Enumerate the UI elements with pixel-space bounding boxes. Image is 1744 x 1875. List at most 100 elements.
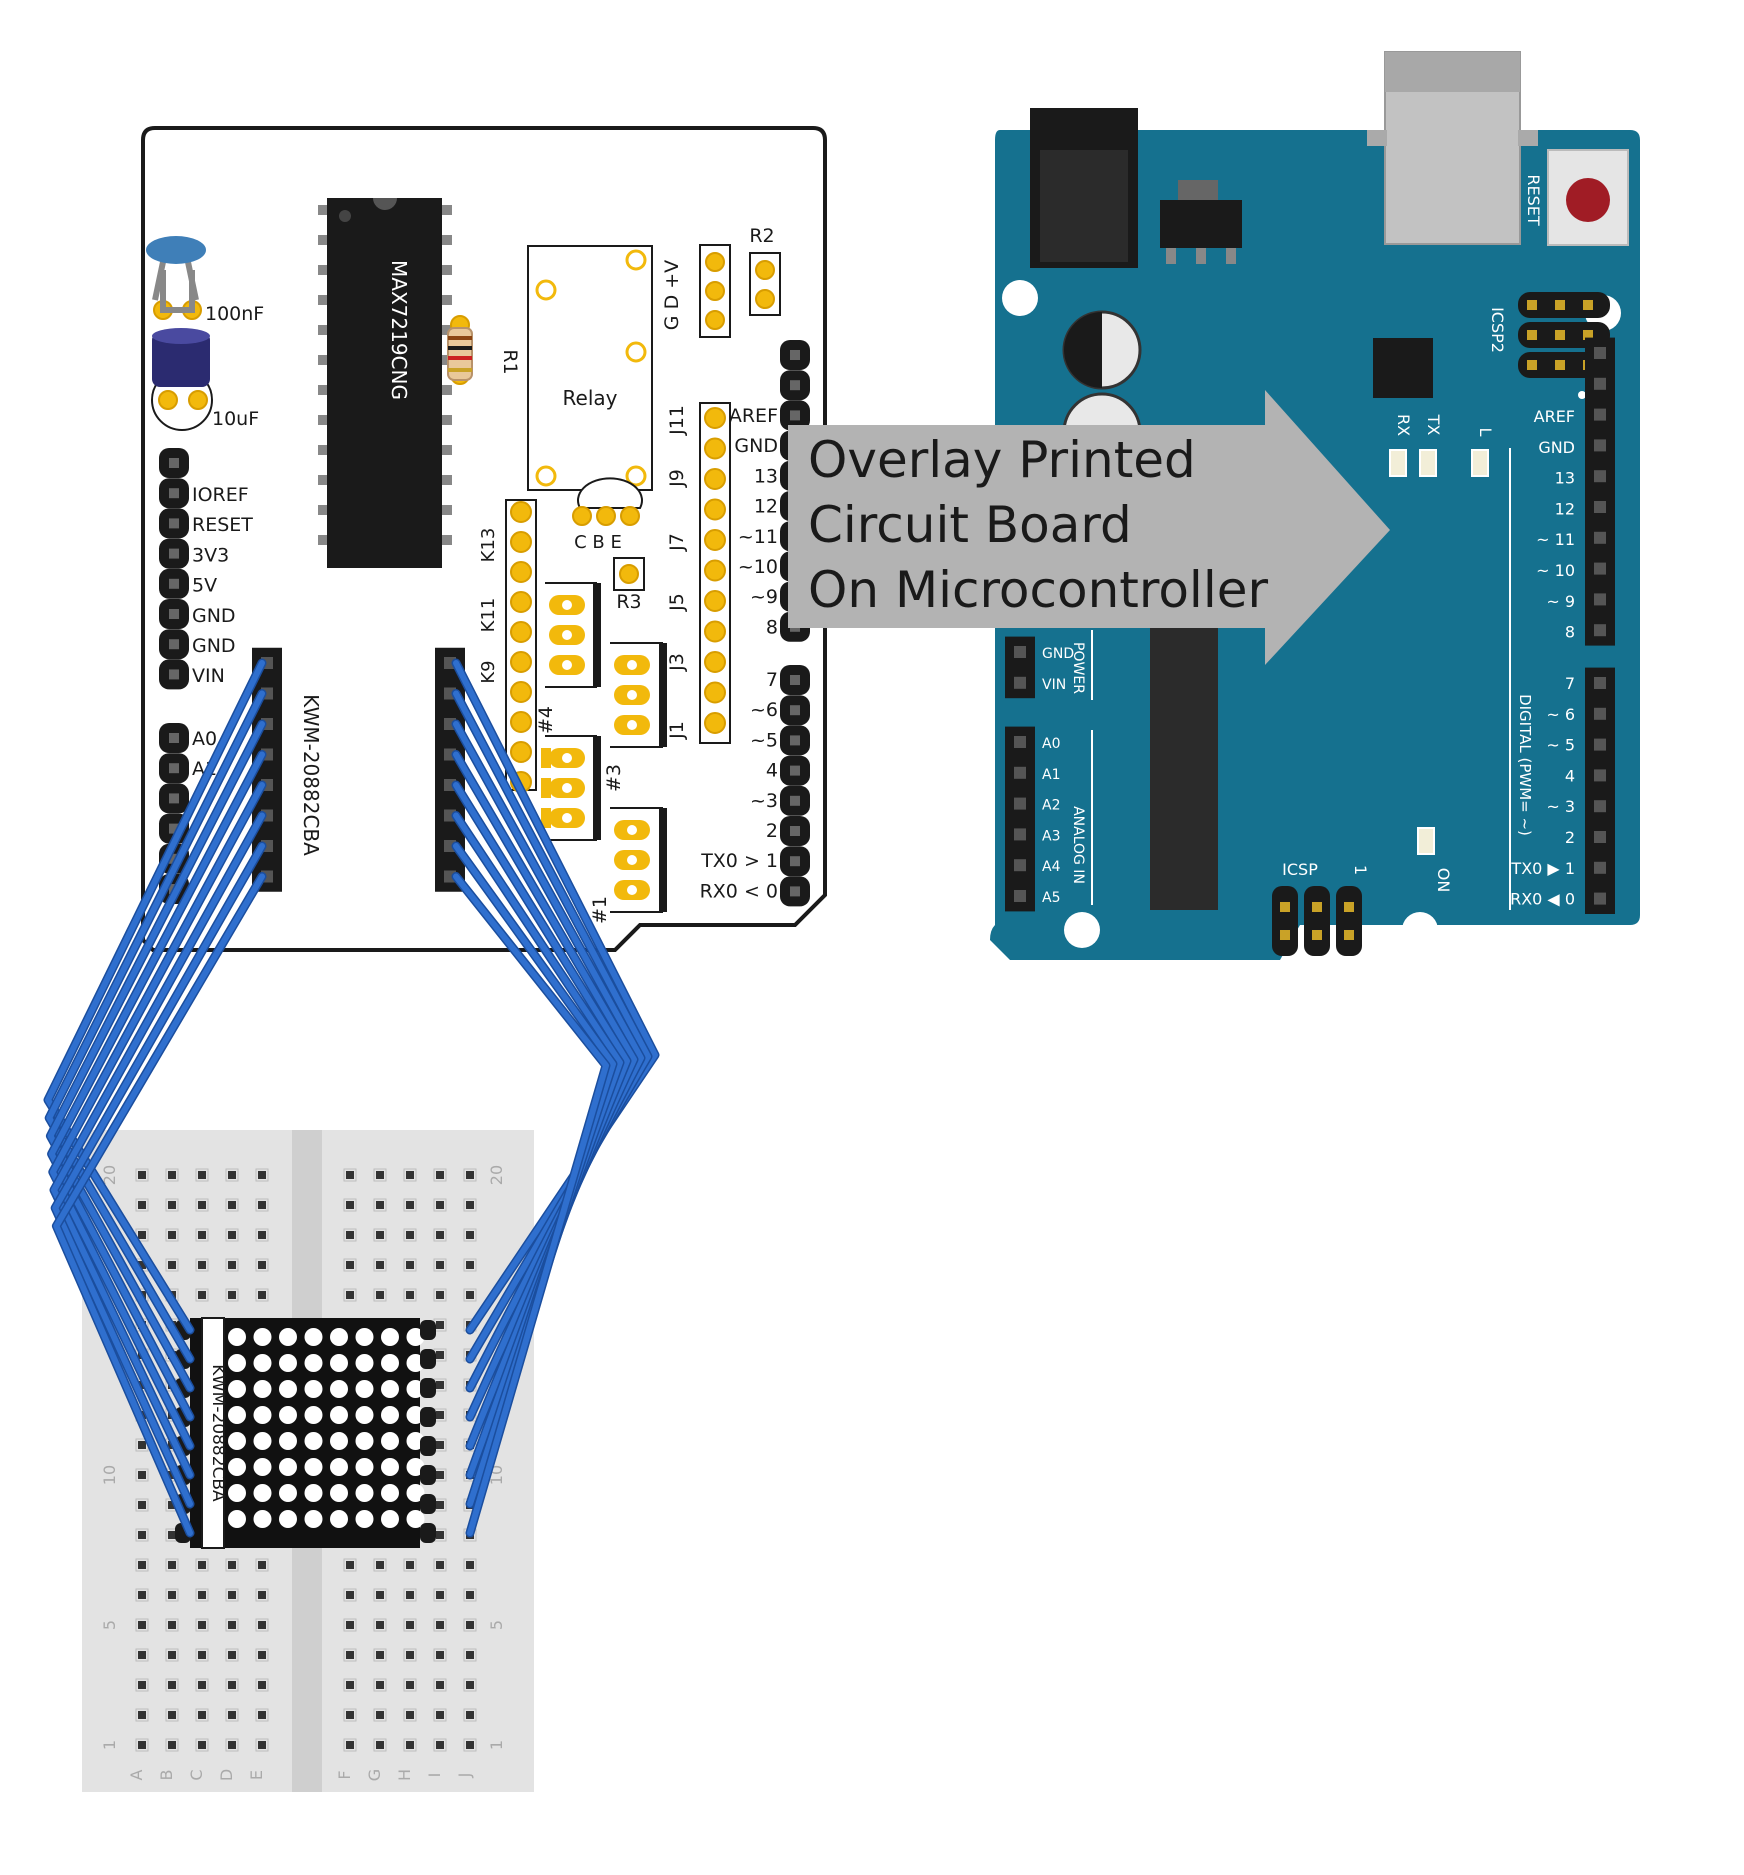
led-matrix: KWM-20882CBA	[175, 1317, 436, 1549]
led-dot	[406, 1510, 425, 1528]
led-dot	[304, 1510, 323, 1528]
shield-analog-pin-label: A0	[192, 728, 217, 750]
led-dot	[330, 1354, 348, 1372]
callout-line-3: On Microcontroller	[808, 561, 1268, 619]
arduino-digital-pin-label: 12	[1555, 499, 1575, 518]
breadboard-row-label: 1	[100, 1740, 119, 1750]
led-dot	[381, 1354, 399, 1372]
breadboard-row-label: 1	[487, 1740, 506, 1750]
pin	[1594, 470, 1606, 483]
rx-label: RX	[1394, 414, 1413, 436]
arduino-analog-pin-label: A4	[1042, 859, 1061, 875]
pin	[1594, 562, 1606, 575]
power-analog-header	[1005, 636, 1035, 912]
shield-power-pin-label: GND	[192, 635, 236, 657]
voltage-regulator	[1160, 200, 1242, 248]
shield-digital-pin-label: 4	[766, 760, 778, 782]
led-dot	[228, 1432, 246, 1450]
jumper-wire	[453, 873, 609, 1536]
mounting-hole	[1002, 280, 1038, 316]
pin	[1594, 769, 1606, 782]
shield-digital-pin-label: RX0 < 0	[700, 880, 778, 902]
arduino-digital-pin-label: TX0 ▶ 1	[1510, 859, 1575, 878]
led-dot	[279, 1484, 297, 1502]
led-dot	[253, 1328, 272, 1346]
shield-power-pin-label: 3V3	[192, 544, 229, 566]
digital-header-top	[1585, 337, 1615, 646]
mounting-hole	[1402, 912, 1438, 948]
led-dot	[228, 1458, 246, 1476]
shield-digital-pin-label: GND	[734, 435, 778, 457]
jumper-wire	[453, 660, 658, 1333]
led-dot	[304, 1380, 323, 1398]
breadboard-col-label: C	[187, 1769, 206, 1780]
usb-chip	[1373, 338, 1433, 398]
pin	[1014, 859, 1026, 872]
breadboard-col-label: H	[395, 1769, 414, 1781]
led-matrix-label-strip	[201, 1317, 225, 1549]
pin	[1594, 439, 1606, 452]
led-dot	[355, 1406, 374, 1424]
pin	[1594, 347, 1606, 359]
arduino-digital-pin-label: 2	[1565, 828, 1575, 847]
l-label: L	[1476, 428, 1495, 437]
led-dot	[304, 1432, 323, 1450]
reset-label: RESET	[1524, 174, 1543, 225]
breadboard-col-label: E	[247, 1770, 266, 1780]
j-label: J9	[666, 469, 688, 488]
breadboard-row-label: 20	[487, 1165, 506, 1185]
shield-digital-pin-label: ~11	[738, 526, 778, 548]
pin	[1594, 800, 1606, 813]
arduino-digital-pin-label: ~ 3	[1546, 797, 1575, 816]
pin	[1594, 677, 1606, 689]
jumper-wire	[52, 843, 265, 1507]
led-dot	[228, 1406, 246, 1424]
arduino-digital-pin-label: 8	[1565, 623, 1575, 642]
pin-header	[1005, 636, 1035, 699]
led-dot	[355, 1484, 374, 1502]
arduino-analog-pin-label: A1	[1042, 767, 1060, 783]
chip-label: MAX7219CNG	[387, 260, 411, 400]
led-dot	[304, 1328, 323, 1346]
led-dot	[330, 1484, 348, 1502]
pin	[1594, 892, 1606, 905]
arduino-digital-pin-label: ~ 5	[1546, 736, 1575, 755]
shield-digital-pin-label: 8	[766, 616, 778, 638]
overlay-arrow: Overlay Printed Circuit Board On Microco…	[788, 390, 1390, 665]
icsp-pin1-label: 1	[1351, 865, 1370, 875]
led-dot	[304, 1458, 323, 1476]
arduino-digital-pin-label: RX0 ◀ 0	[1510, 890, 1575, 909]
breadboard-col-label: B	[157, 1770, 176, 1781]
k9-label: K9	[478, 660, 499, 683]
pad-groups	[541, 582, 667, 913]
led-dot	[253, 1432, 272, 1450]
breadboard-row-label: 5	[487, 1620, 506, 1630]
led-dot	[330, 1380, 348, 1398]
transistor-label: C B E	[574, 532, 622, 553]
shield-power-pin-label: GND	[192, 605, 236, 627]
led-dot	[355, 1510, 374, 1528]
led-dot	[330, 1458, 348, 1476]
jumper-wire	[51, 812, 265, 1478]
arrow-shape	[788, 390, 1390, 665]
led-dot	[304, 1406, 323, 1424]
analog-in-label: ANALOG IN	[1070, 806, 1086, 884]
callout-line-1: Overlay Printed	[808, 431, 1196, 489]
cap2-label: 10uF	[212, 408, 259, 430]
resistor-r1	[447, 327, 473, 381]
arduino-analog-pin-label: A0	[1042, 736, 1060, 752]
led-dot	[355, 1432, 374, 1450]
breadboard-col-label: G	[365, 1769, 384, 1781]
shield-digital-pin-label: ~6	[750, 699, 778, 721]
led-dot	[381, 1328, 399, 1346]
jumper-wires	[43, 658, 660, 1538]
led-dot	[228, 1510, 246, 1528]
power-label: POWER	[1070, 642, 1086, 694]
led-dot	[355, 1354, 374, 1372]
